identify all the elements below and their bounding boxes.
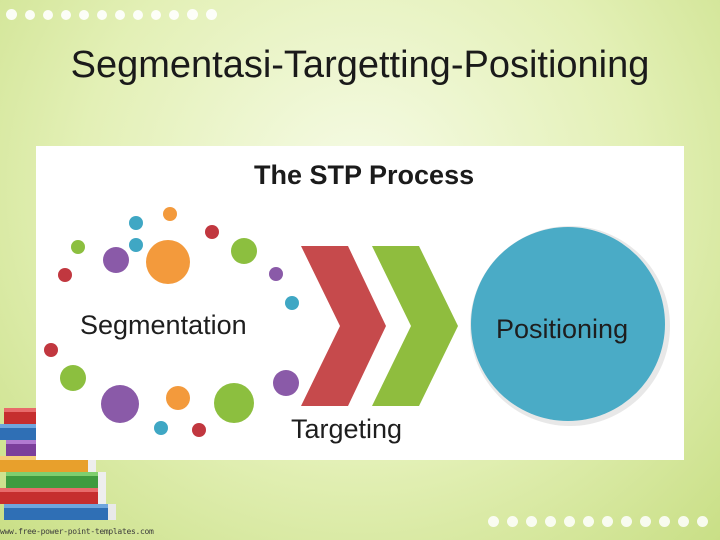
dot bbox=[151, 9, 161, 20]
segment-bubble-icon bbox=[285, 296, 299, 310]
decorative-dots-bottom bbox=[488, 516, 708, 527]
book bbox=[4, 504, 116, 520]
segment-bubble-icon bbox=[71, 240, 85, 254]
segment-bubble-icon bbox=[231, 238, 257, 264]
dot bbox=[659, 516, 670, 527]
segmentation-bubbles bbox=[44, 207, 299, 437]
footer-url: www.free-power-point-templates.com bbox=[0, 527, 154, 536]
dot bbox=[97, 9, 107, 20]
diagram-title: The STP Process bbox=[254, 160, 475, 190]
dot bbox=[6, 9, 17, 20]
stp-diagram: The STP Process Segmentation Targeting P… bbox=[36, 146, 684, 460]
dot bbox=[115, 9, 125, 20]
dot bbox=[25, 9, 35, 20]
targeting-label: Targeting bbox=[291, 414, 403, 444]
dot bbox=[621, 516, 632, 527]
segment-bubble-icon bbox=[163, 207, 177, 221]
segment-bubble-icon bbox=[214, 383, 254, 423]
segment-bubble-icon bbox=[205, 225, 219, 239]
segment-bubble-icon bbox=[269, 267, 283, 281]
chevron-right-icon bbox=[301, 246, 386, 406]
dot bbox=[133, 9, 143, 20]
dot bbox=[169, 9, 179, 20]
dot bbox=[43, 9, 53, 20]
book bbox=[0, 488, 106, 504]
stp-diagram-graphic bbox=[44, 207, 670, 437]
book bbox=[6, 472, 106, 488]
segment-bubble-icon bbox=[60, 365, 86, 391]
dot bbox=[678, 516, 689, 527]
dot bbox=[507, 516, 518, 527]
segment-bubble-icon bbox=[273, 370, 299, 396]
segment-bubble-icon bbox=[44, 343, 58, 357]
segment-bubble-icon bbox=[103, 247, 129, 273]
segment-bubble-icon bbox=[146, 240, 190, 284]
segment-bubble-icon bbox=[129, 238, 143, 252]
dot bbox=[206, 9, 217, 20]
dot bbox=[583, 516, 594, 527]
segment-bubble-icon bbox=[129, 216, 143, 230]
segment-bubble-icon bbox=[58, 268, 72, 282]
positioning-circle-icon bbox=[471, 227, 665, 421]
dot bbox=[79, 9, 89, 20]
segment-bubble-icon bbox=[101, 385, 139, 423]
segment-bubble-icon bbox=[154, 421, 168, 435]
decorative-dots-top bbox=[6, 9, 217, 20]
positioning-label: Positioning bbox=[496, 314, 629, 344]
segmentation-label: Segmentation bbox=[80, 310, 247, 340]
dot bbox=[61, 9, 71, 20]
chevron-right-icon bbox=[372, 246, 458, 406]
segment-bubble-icon bbox=[166, 386, 190, 410]
dot bbox=[187, 9, 198, 20]
dot bbox=[526, 516, 537, 527]
segment-bubble-icon bbox=[192, 423, 206, 437]
dot bbox=[545, 516, 556, 527]
dot bbox=[640, 516, 651, 527]
dot bbox=[697, 516, 708, 527]
dot bbox=[602, 516, 613, 527]
dot bbox=[488, 516, 499, 527]
dot bbox=[564, 516, 575, 527]
slide-title: Segmentasi-Targetting-Positioning bbox=[70, 44, 650, 86]
